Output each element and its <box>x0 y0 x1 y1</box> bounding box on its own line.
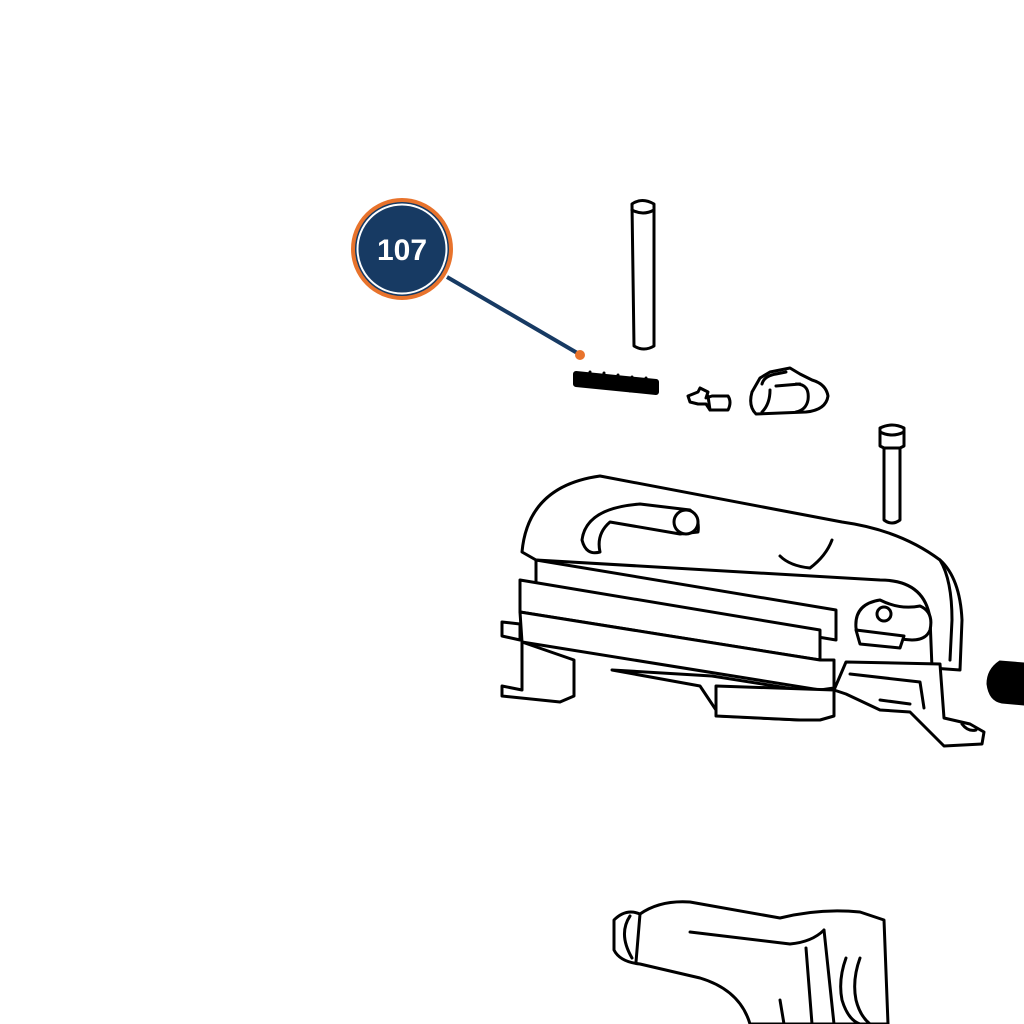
callout-label: 107 <box>377 234 427 267</box>
callout-ring <box>351 198 453 300</box>
callout-inner-ring <box>356 203 448 295</box>
leader-line <box>445 275 581 356</box>
leader-dot <box>575 350 585 360</box>
charging-handle-tip-icon <box>986 660 1024 706</box>
pin-icon <box>630 199 656 351</box>
detent-plunger-icon <box>686 386 732 412</box>
callout-107[interactable]: 107 <box>351 198 585 360</box>
roll-pin-icon <box>878 423 906 525</box>
trigger-icon <box>612 900 890 1024</box>
bolt-catch-icon <box>749 366 830 416</box>
receiver-housing-icon <box>500 474 986 748</box>
spring-icon <box>573 370 659 395</box>
